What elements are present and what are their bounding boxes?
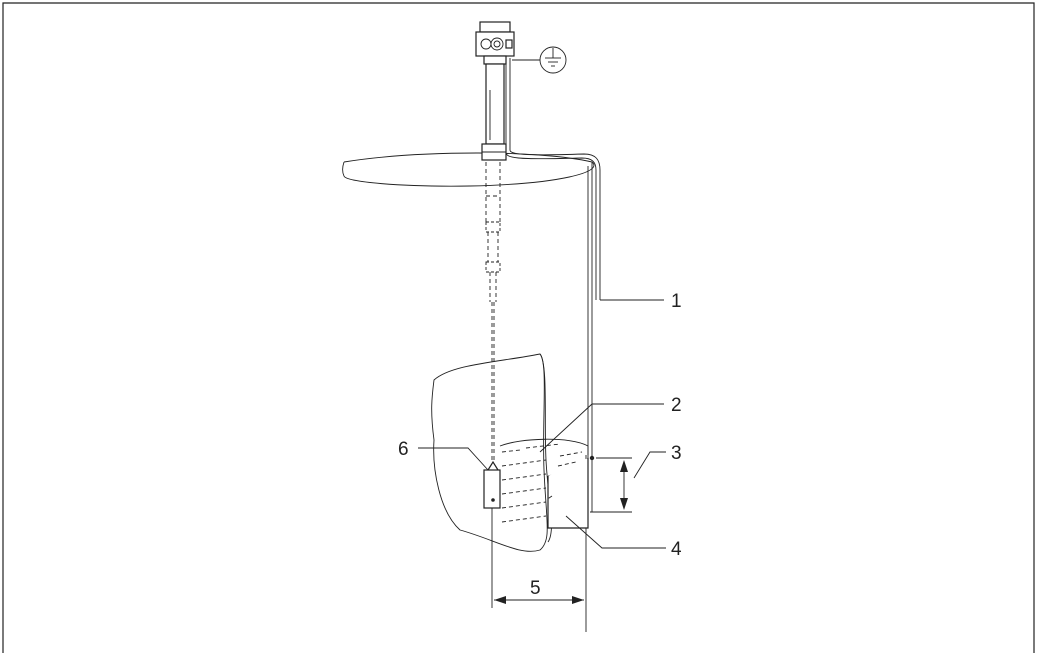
callout-6: 6 — [398, 439, 409, 460]
callout-5: 5 — [530, 578, 541, 599]
liquid-surface-back — [499, 438, 589, 447]
liquid-hatching — [501, 443, 583, 523]
transmitter-housing — [475, 21, 515, 65]
callout-1: 1 — [671, 291, 682, 312]
leader-3 — [633, 451, 666, 479]
callout-3: 3 — [671, 443, 682, 464]
ground-cable — [505, 62, 597, 300]
tank-top-edge — [342, 161, 345, 177]
dimension-5-arrow — [494, 596, 584, 604]
ground-cable-2 — [509, 58, 601, 300]
callout-2: 2 — [671, 395, 682, 416]
probe-extension — [485, 162, 501, 302]
ground-symbol-icon — [512, 46, 567, 74]
leader-2 — [539, 403, 664, 453]
callout-4: 4 — [671, 539, 682, 560]
tank-cutaway — [431, 353, 548, 552]
leader-4 — [565, 515, 666, 549]
probe-stem — [481, 63, 507, 161]
dimension-3-arrow — [589, 455, 632, 513]
tank-top-ellipse — [343, 152, 595, 187]
liquid-wall-section — [547, 458, 589, 529]
leader-6 — [418, 447, 489, 471]
